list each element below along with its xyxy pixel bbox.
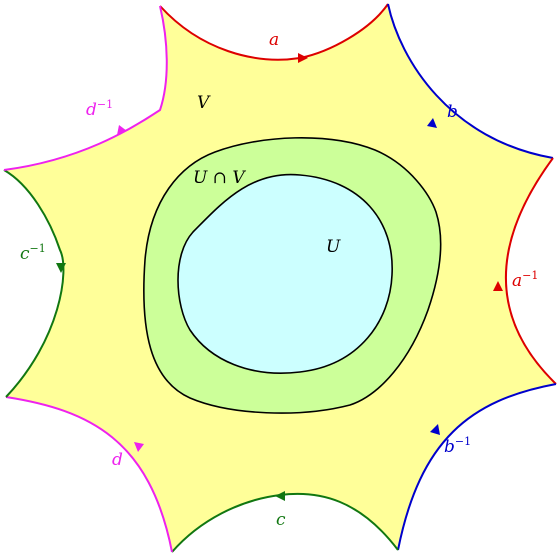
arrow-edge-b	[427, 118, 437, 128]
arrow-edge-a-inverse	[493, 281, 503, 291]
arrow-edge-d	[134, 442, 144, 452]
edge-a-inverse	[504, 157, 557, 385]
edge-b-inverse	[397, 383, 557, 551]
region-u	[177, 173, 393, 374]
edge-c-inverse	[3, 169, 65, 398]
label-edge-a: a	[269, 30, 279, 50]
edge-b	[387, 3, 554, 159]
label-edge-c: c	[276, 510, 286, 530]
label-u-cap-v: U ∩ V	[193, 168, 246, 188]
label-edge-a-inverse: a−1	[512, 269, 538, 291]
arrow-edge-a	[298, 53, 308, 63]
label-edge-d: d	[112, 450, 123, 470]
label-edge-b: b	[447, 102, 458, 122]
label-edge-b-inverse: b−1	[444, 435, 471, 457]
arrow-edge-c	[275, 491, 285, 501]
label-v: V	[197, 93, 211, 113]
edge-d-inverse	[3, 5, 168, 171]
label-edge-d-inverse: d−1	[86, 98, 113, 120]
edge-d	[5, 396, 173, 553]
arrow-edge-b-inverse	[430, 424, 440, 435]
label-edge-c-inverse: c−1	[20, 242, 46, 264]
arrow-edge-d-inverse	[117, 125, 127, 135]
label-u: U	[326, 237, 341, 257]
arrow-edge-c-inverse	[56, 263, 66, 273]
